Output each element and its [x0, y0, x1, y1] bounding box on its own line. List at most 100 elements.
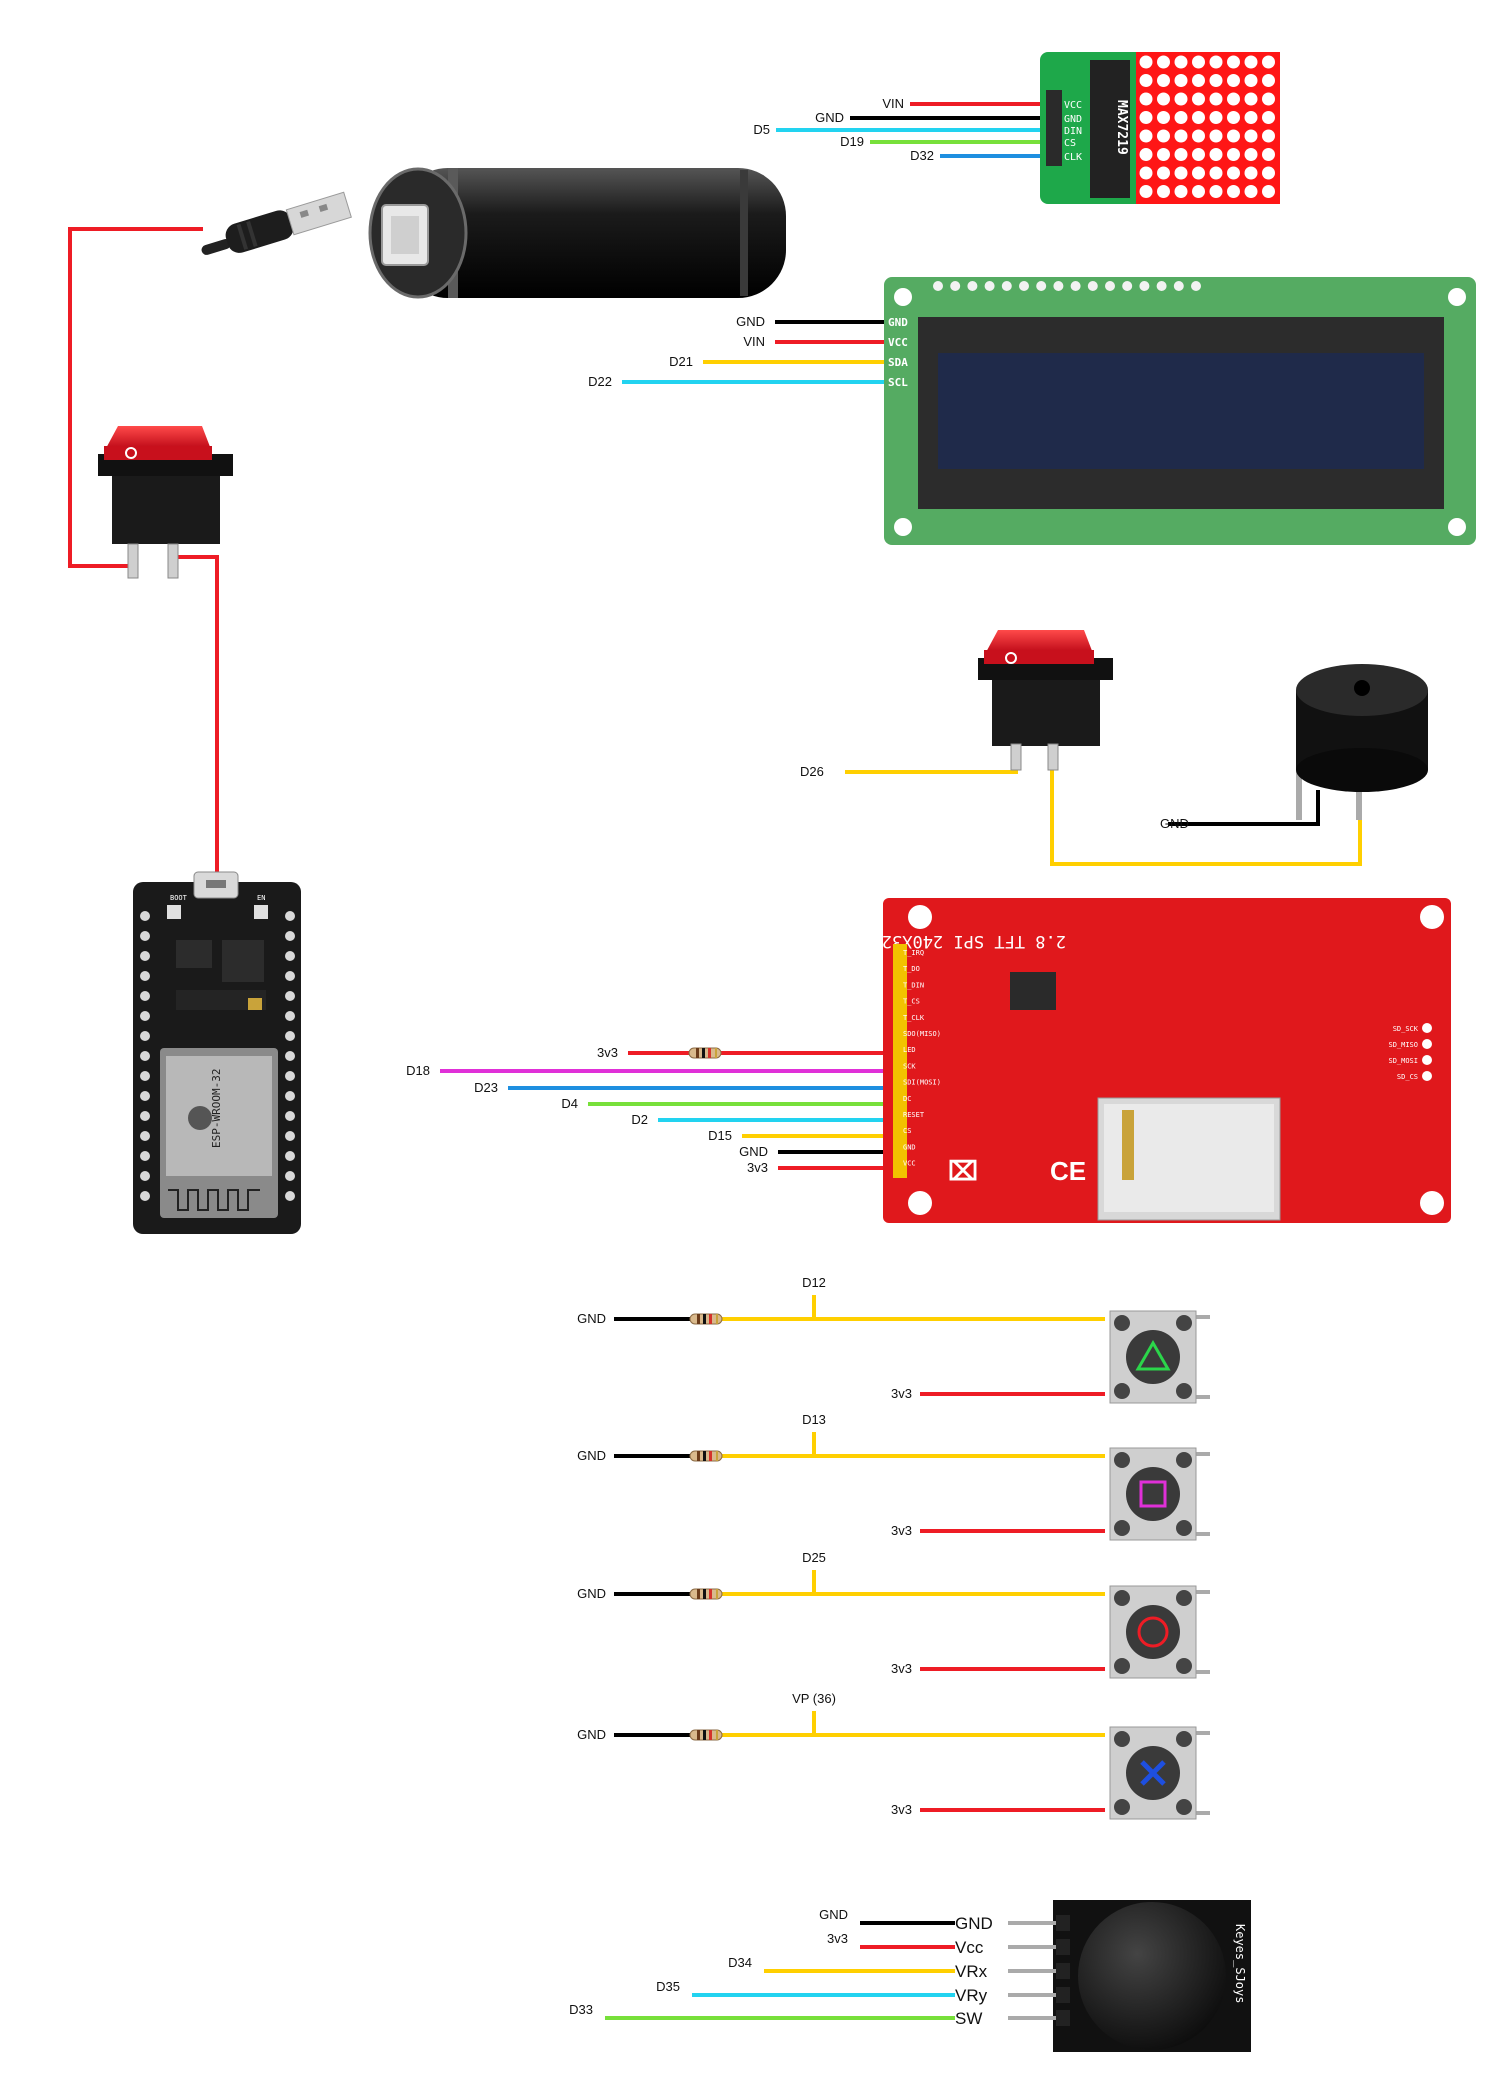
wire-label-d15: D15: [708, 1128, 732, 1143]
wire-label-d4: D4: [561, 1096, 578, 1111]
resistor-icon: [689, 1313, 723, 1325]
power-bank: [368, 167, 786, 299]
wire-label-vin: VIN: [743, 334, 765, 349]
wire-label-3v3: 3v3: [891, 1386, 912, 1401]
esp32-pin-hole: [140, 1011, 150, 1021]
esp32-pin-hole: [285, 931, 295, 941]
tft-sd-pin-label: SD_SCK: [1393, 1025, 1419, 1033]
wire-label-d33: D33: [569, 2002, 593, 2017]
esp32-pin-hole: [285, 1011, 295, 1021]
lcd-hole: [1191, 281, 1201, 291]
lcd-hole: [1070, 281, 1081, 291]
led-dot: [1244, 92, 1258, 106]
lcd-pin-label: GND: [888, 316, 908, 329]
esp32-pin-hole: [140, 911, 150, 921]
led-dot: [1227, 74, 1240, 87]
led-dot: [1174, 129, 1188, 143]
esp32-pin-hole: [140, 1031, 150, 1041]
joystick-pin-housing: [1056, 1939, 1070, 1955]
led-dot: [1209, 92, 1223, 106]
button-corner: [1114, 1383, 1130, 1399]
led-dot: [1209, 74, 1223, 87]
led-dot: [1192, 129, 1205, 143]
triangle-icon: [1135, 1339, 1171, 1371]
wire-label-3v3: 3v3: [827, 1931, 848, 1946]
tft-pin-label: T_CS: [903, 998, 920, 1006]
button-corner: [1176, 1590, 1192, 1606]
wire-label-3v3: 3v3: [891, 1523, 912, 1538]
led-dot: [1157, 74, 1170, 87]
led-dot: [1209, 148, 1223, 161]
led-dot: [1157, 111, 1170, 124]
wire-label-d23: D23: [474, 1080, 498, 1095]
tft-pin-label: T_DO: [903, 965, 920, 973]
power-switch[interactable]: [98, 426, 233, 579]
esp32-board: BOOT EN ESP-WROOM-32: [133, 871, 301, 1234]
joystick-pin-label: SW: [955, 2009, 982, 2028]
joystick-knob[interactable]: [1078, 1902, 1226, 2050]
wire-label-d18: D18: [406, 1063, 430, 1078]
button-leg: [1196, 1811, 1210, 1815]
wire-label-buzzer-gnd: GND: [1160, 816, 1189, 831]
esp32-pin-hole: [285, 991, 295, 1001]
lcd-hole: [1156, 281, 1167, 291]
en-label: EN: [257, 894, 265, 902]
joystick-pin-label: Vcc: [955, 1938, 984, 1957]
button-leg: [1196, 1395, 1210, 1399]
led-dot: [1209, 129, 1223, 143]
led-dot: [1209, 185, 1223, 198]
joystick-pin-housing: [1056, 1915, 1070, 1931]
button-leg: [1196, 1670, 1210, 1674]
boot-label: BOOT: [170, 894, 188, 902]
buzzer-wire-switch-to-buzzer: [1050, 748, 1362, 866]
lcd-hole: [1001, 281, 1012, 291]
buzzer-wire-gnd: [1168, 790, 1320, 826]
button-corner: [1176, 1520, 1192, 1536]
led-dot: [1139, 74, 1153, 87]
button-cap: [1126, 1467, 1180, 1521]
led-dot: [1209, 166, 1223, 180]
wire-label-gnd: GND: [736, 314, 765, 329]
led-dot: [1174, 55, 1188, 69]
wire-label-d34: D34: [728, 1955, 752, 1970]
resistor-icon: [689, 1588, 723, 1600]
esp32-pins-right: [285, 911, 295, 1201]
led-dot: [1139, 55, 1153, 69]
wire-label-3v3: 3v3: [891, 1661, 912, 1676]
wire-label-button-pin: VP (36): [792, 1691, 836, 1706]
led-dot: [1244, 74, 1258, 87]
led-matrix: [1139, 55, 1275, 198]
max7219-chip-label: MAX7219: [1114, 100, 1129, 155]
buzzer-switch[interactable]: [978, 630, 1113, 771]
max7219-pin-label: CS: [1064, 138, 1076, 149]
esp32-pin-hole: [285, 1031, 295, 1041]
wire-label-button-pin: D13: [802, 1412, 826, 1427]
wire-label-gnd: GND: [739, 1144, 768, 1159]
led-dot: [1157, 148, 1170, 161]
lcd-hole: [950, 281, 961, 291]
button-corner: [1114, 1315, 1130, 1331]
lcd-pin-label: VCC: [888, 336, 908, 349]
wire-label-d32: D32: [910, 148, 934, 163]
esp32-pin-hole: [140, 1171, 150, 1181]
esp32-pin-hole: [140, 1111, 150, 1121]
led-dot: [1192, 92, 1205, 106]
wire-label-d5: D5: [753, 122, 770, 137]
module-label: ESP-WROOM-32: [210, 1069, 223, 1148]
wire-label-d22: D22: [588, 374, 612, 389]
sd-pin-hole: [1422, 1039, 1432, 1049]
lcd-pin-label: SCL: [888, 376, 908, 389]
wire-label-gnd: GND: [577, 1448, 606, 1463]
joystick-board-label: Keyes_SJoys: [1233, 1924, 1247, 2003]
tft-sd-pin-label: SD_MISO: [1388, 1041, 1418, 1049]
button-corner: [1176, 1383, 1192, 1399]
wire-label-gnd: GND: [577, 1727, 606, 1742]
led-dot: [1139, 92, 1153, 106]
tft-pin-label: CS: [903, 1127, 911, 1135]
joystick-pin-headers: [1008, 1915, 1070, 2026]
